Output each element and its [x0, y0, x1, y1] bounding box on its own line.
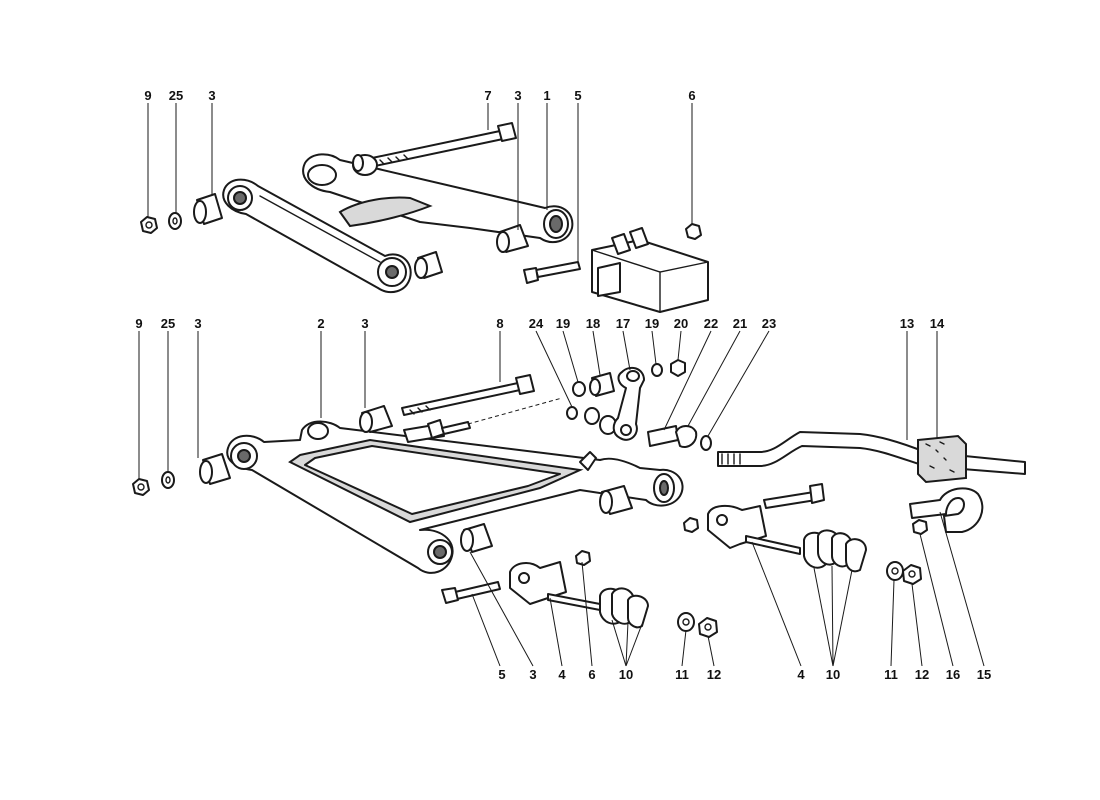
callout-label: 12: [707, 667, 721, 682]
shock-bracket-left: [509, 550, 601, 611]
rubber-stops-right: [803, 529, 867, 573]
lower-frame-bracket: [403, 419, 471, 443]
callout-label: 2: [317, 316, 324, 331]
bar-clamp: [909, 487, 984, 533]
callout-label: 17: [616, 316, 630, 331]
callout-label: 12: [915, 667, 929, 682]
callout-label: 3: [514, 88, 521, 103]
upper-bushing-right: [414, 251, 443, 279]
lower-bushing-right: [599, 485, 633, 515]
callout-label: 25: [161, 316, 175, 331]
upper-wishbone-front-arm: [222, 178, 412, 294]
lower-bushing-bottom: [460, 523, 493, 553]
shock-bracket-right: [683, 483, 825, 555]
upper-wishbone-assembly: [140, 103, 709, 313]
bolt-5-bottom: [441, 581, 501, 604]
callout-label: 18: [586, 316, 600, 331]
callout-label: 10: [619, 667, 633, 682]
nut-9-bottom: [132, 478, 150, 496]
upper-wishbone-rear-arm: [302, 153, 574, 244]
callout-label: 11: [884, 667, 898, 682]
washer-11-left: [677, 612, 695, 632]
callout-label: 3: [194, 316, 201, 331]
upper-bushing-left: [193, 193, 223, 225]
leader-lines-bottom: [138, 330, 985, 667]
callout-label: 8: [496, 316, 503, 331]
washer-11-right: [886, 561, 904, 581]
lower-bushing-left: [199, 453, 231, 485]
long-bolt-bottom: [401, 374, 535, 416]
callout-label: 4: [558, 667, 566, 682]
alignment-dashed-line: [467, 397, 563, 425]
callout-label: 3: [361, 316, 368, 331]
washer-25-top: [168, 212, 182, 230]
callout-label: 4: [797, 667, 805, 682]
long-bolt-top: [371, 122, 517, 167]
callout-label: 19: [556, 316, 570, 331]
lower-wishbone-assembly: [132, 330, 1026, 667]
callout-label: 7: [484, 88, 491, 103]
nut-12-right: [902, 564, 922, 585]
callout-label: 21: [733, 316, 747, 331]
callout-label: 16: [946, 667, 960, 682]
upper-bushing-front: [496, 224, 529, 253]
callout-label: 9: [144, 88, 151, 103]
callout-label: 5: [498, 667, 505, 682]
callout-label: 6: [688, 88, 695, 103]
callout-label: 22: [704, 316, 718, 331]
callout-label: 3: [529, 667, 536, 682]
callout-label: 3: [208, 88, 215, 103]
anti-roll-bar-bush: [917, 434, 967, 484]
callout-label: 11: [675, 667, 689, 682]
callout-label: 14: [930, 316, 945, 331]
callout-label: 6: [588, 667, 595, 682]
washer-25-bottom: [161, 471, 175, 489]
callout-label: 9: [135, 316, 142, 331]
nut-12-left: [698, 617, 718, 638]
lower-bushing-top: [359, 405, 393, 433]
leader-lines-top: [147, 103, 693, 262]
rubber-stops-left: [599, 587, 649, 629]
anti-roll-bar: [717, 431, 1026, 475]
lower-wishbone-frame: [226, 420, 684, 574]
nut-9-top: [140, 216, 158, 234]
callout-label: 5: [574, 88, 581, 103]
callout-label: 23: [762, 316, 776, 331]
nut-16: [912, 519, 928, 535]
callouts-middle: 9 25 3 2 3 8 24 19 18 17 19 20 22 21 23 …: [135, 316, 945, 331]
callout-label: 13: [900, 316, 914, 331]
nut-6-top: [685, 223, 702, 240]
drop-link-assembly: [566, 359, 712, 451]
chassis-bracket-top: [591, 227, 709, 313]
callout-label: 10: [826, 667, 840, 682]
callout-label: 15: [977, 667, 991, 682]
callout-label: 19: [645, 316, 659, 331]
callout-label: 24: [529, 316, 544, 331]
callout-label: 1: [543, 88, 550, 103]
callout-label: 20: [674, 316, 688, 331]
callouts-bottom: 5 3 4 6 10 11 12 4 10 11 12 16 15: [498, 667, 991, 682]
bolt-5-top: [523, 261, 581, 284]
callout-label: 25: [169, 88, 183, 103]
upper-bushing-rear: [352, 154, 378, 176]
callouts-top: 9 25 3 7 3 1 5 6: [144, 88, 695, 103]
